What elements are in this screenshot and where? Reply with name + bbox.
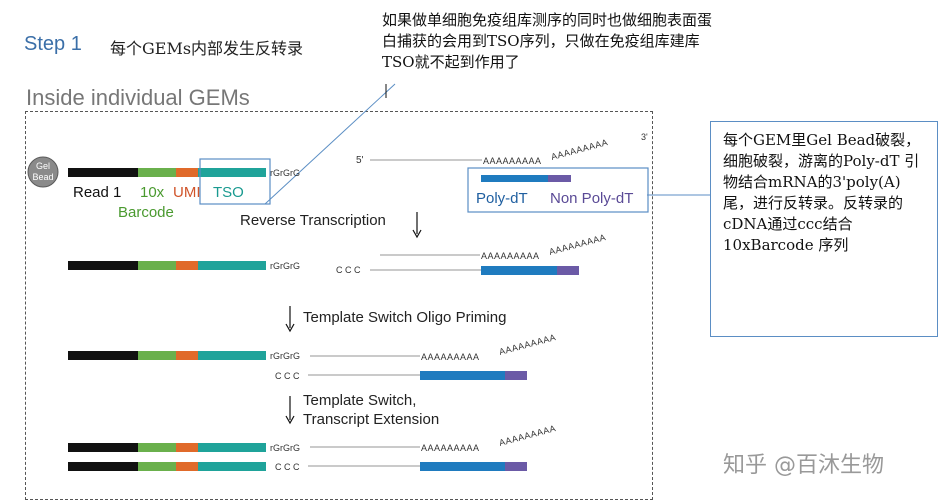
barcode-segment [138,443,176,452]
poly-dt-segment [481,175,548,182]
read1-label: Read 1 [73,184,121,201]
poly-dt-highlight-box [467,167,649,213]
barcode-label-line1: 10x [140,184,165,201]
rgrgrg-2: rGrGrG [270,261,300,271]
poly-a-tail-3: AAAAAAAAA [498,332,557,357]
callout-right-note: 每个GEM里Gel Bead破裂，细胞破裂，游离的Poly-dT 引物结合mRN… [710,121,938,337]
barcode-segment [138,168,176,177]
five-prime-label: 5' [356,155,364,166]
poly-dt-segment [481,266,557,275]
primer-row-1 [68,168,266,177]
callout-top-pointer [264,83,396,205]
read1-segment [68,462,138,471]
step-template-switch: Template Switch, [303,392,416,409]
umi-segment [176,261,198,270]
poly-a-2: AAAAAAAAA [481,251,540,261]
rgrgrg-1: rGrGrG [270,168,300,178]
poly-dt-segment [420,462,505,471]
primer-row-3 [68,351,266,360]
gel-bead-label-2: Bead [32,172,53,182]
primer-row-2 [68,261,266,270]
gel-bead-label-1: Gel [36,161,50,171]
non-poly-dt-segment [505,462,527,471]
ccc-2: C C C [336,265,361,275]
rgrgrg-4: rGrGrG [270,443,300,453]
umi-segment [176,351,198,360]
non-poly-dt-segment [505,371,527,380]
arrow-3-head [285,415,295,425]
umi-label: UMI [173,184,201,201]
umi-segment [176,168,198,177]
poly-dt-segment [420,371,505,380]
step-transcript-extension: Transcript Extension [303,411,439,428]
poly-a-tail-1: AAAAAAAAA [550,137,609,162]
arrow-2-head [285,323,295,333]
watermark: 知乎 @百沐生物 [723,453,884,478]
step-reverse-transcription: Reverse Transcription [240,212,386,229]
arrow-1-head [412,229,422,239]
rgrgrg-3: rGrGrG [270,351,300,361]
tso-segment [198,443,266,452]
callout-top-note: 如果做单细胞免疫组库测序的同时也做细胞表面蛋白捕获的会用到TSO序列，只做在免疫… [382,11,713,71]
barcode-segment [138,462,176,471]
non-poly-dt-label: Non Poly-dT [550,190,633,207]
poly-a-1: AAAAAAAAA [483,156,542,166]
tso-segment [198,351,266,360]
barcode-label-line2: Barcode [118,204,174,221]
gel-bead-icon [27,156,59,188]
poly-dt-label: Poly-dT [476,190,528,207]
non-poly-dt-segment [557,266,579,275]
barcode-segment [138,261,176,270]
tso-label: TSO [213,184,244,201]
non-poly-dt-segment [548,175,571,182]
poly-a-4: AAAAAAAAA [421,443,480,453]
barcode-segment [138,351,176,360]
primer-row-4 [68,443,266,452]
read1-segment [68,261,138,270]
step-title: Step 1 [24,33,82,55]
read1-segment [68,443,138,452]
umi-segment [176,443,198,452]
tso-highlight-box [199,158,271,205]
read1-segment [68,351,138,360]
ccc-3: C C C [275,371,300,381]
tso-segment [198,168,266,177]
read1-segment [68,168,138,177]
umi-segment [176,462,198,471]
inside-gems-title: Inside individual GEMs [26,85,250,110]
cdna-row-4 [68,462,266,471]
poly-a-tail-2: AAAAAAAAA [548,232,607,257]
three-prime-label: 3' [641,132,648,142]
poly-a-tail-4: AAAAAAAAA [498,423,557,448]
step-tso-priming: Template Switch Oligo Priming [303,309,506,326]
tso-segment [198,261,266,270]
step-description: 每个GEMs内部发生反转录 [110,39,304,58]
ccc-4: C C C [275,462,300,472]
tso-segment [198,462,266,471]
poly-a-3: AAAAAAAAA [421,352,480,362]
